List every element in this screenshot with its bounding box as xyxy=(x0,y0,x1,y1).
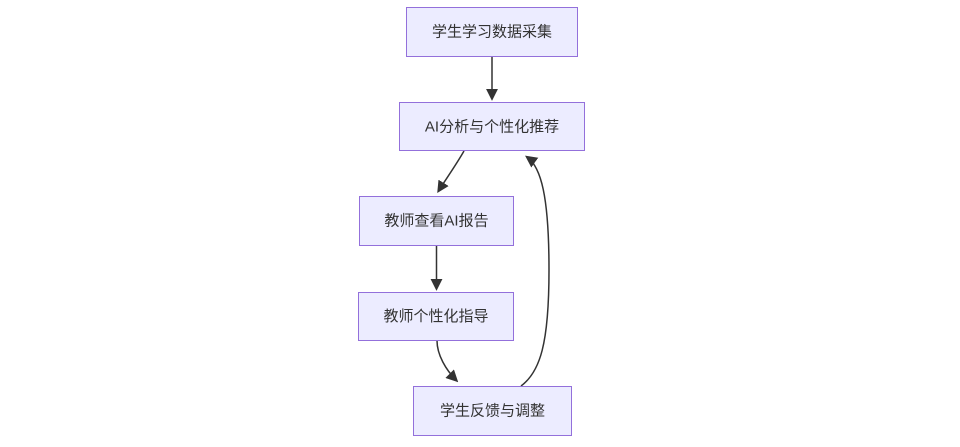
node-box xyxy=(413,386,572,436)
node-teacher-report: 教师查看AI报告 xyxy=(359,196,514,246)
node-label: 教师个性化指导 xyxy=(383,308,488,325)
node-data-collection: 学生学习数据采集 xyxy=(406,7,578,57)
edge-guidance-to-feedback xyxy=(436,340,459,383)
node-label: 学生学习数据采集 xyxy=(432,24,552,41)
node-student-feedback: 学生反馈与调整 xyxy=(413,386,572,436)
node-label: AI分析与个性化推荐 xyxy=(425,119,559,136)
node-box xyxy=(359,196,514,246)
node-box xyxy=(358,292,514,341)
node-label: 学生反馈与调整 xyxy=(440,403,545,420)
edge-layer xyxy=(430,56,550,387)
node-label: 教师查看AI报告 xyxy=(384,213,488,230)
edge-feedback-to-ai xyxy=(520,155,550,387)
node-teacher-guidance: 教师个性化指导 xyxy=(358,292,514,341)
node-box xyxy=(399,102,585,151)
node-box xyxy=(406,7,578,57)
edge-ai-to-report xyxy=(437,150,465,194)
node-ai-analysis: AI分析与个性化推荐 xyxy=(399,102,585,151)
